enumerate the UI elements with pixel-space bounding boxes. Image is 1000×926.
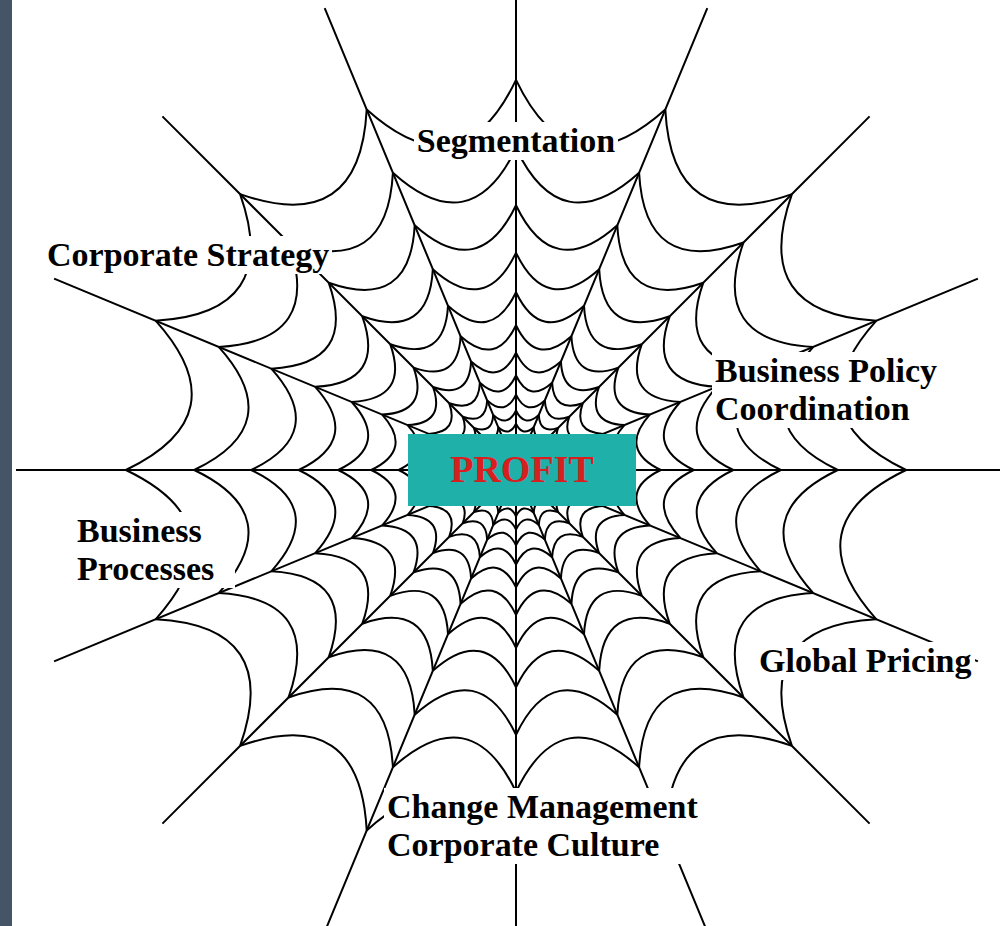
- node-text: PROFIT: [450, 449, 594, 491]
- web-label: Business Policy Coordination: [712, 352, 963, 428]
- web-label: Global Pricing: [756, 642, 975, 680]
- web-label: Change Management Corporate Culture: [384, 788, 720, 864]
- web-label: Corporate Strategy: [44, 236, 332, 274]
- web-rings: [126, 80, 906, 860]
- web-label: Segmentation: [414, 122, 618, 160]
- profit-box: PROFIT: [408, 434, 636, 506]
- web-spokes: [16, 0, 1000, 926]
- web-label: Business Processes: [74, 512, 235, 588]
